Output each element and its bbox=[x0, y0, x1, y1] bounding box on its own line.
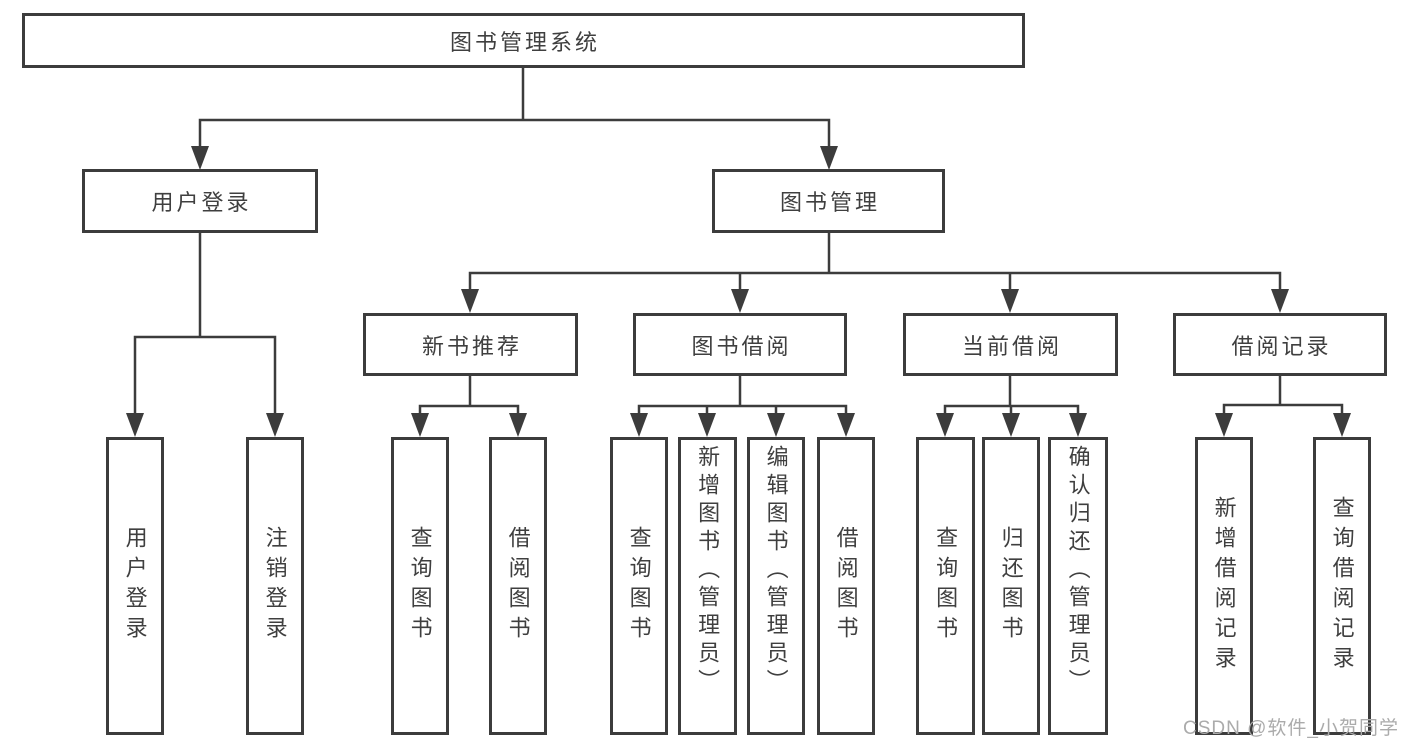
leaf-user-login: 用户登录 bbox=[106, 437, 164, 735]
connector-book-borrow-to-leaves bbox=[637, 374, 848, 418]
leaf-query-books-recommend-label: 查询图书 bbox=[407, 526, 433, 646]
node-new-book-recommend: 新书推荐 bbox=[363, 313, 578, 376]
leaf-borrow-books-recommend-label: 借阅图书 bbox=[505, 526, 531, 646]
node-book-management: 图书管理 bbox=[712, 169, 945, 233]
leaf-query-books-borrow-label: 查询图书 bbox=[626, 526, 652, 646]
leaf-return-books-label: 归还图书 bbox=[998, 526, 1024, 646]
node-root-label: 图书管理系统 bbox=[449, 29, 600, 55]
connector-current-borrow-to-leaves bbox=[943, 374, 1080, 418]
leaf-add-borrow-record: 新增借阅记录 bbox=[1195, 437, 1253, 735]
node-user-login-label: 用户登录 bbox=[151, 190, 252, 215]
leaf-edit-books-admin-label: 编辑图书（管理员） bbox=[763, 445, 789, 697]
leaf-confirm-return-admin-label: 确认归还（管理员） bbox=[1065, 445, 1091, 697]
leaf-return-books: 归还图书 bbox=[982, 437, 1040, 735]
leaf-edit-books-admin: 编辑图书（管理员） bbox=[747, 437, 805, 735]
leaf-add-books-admin-label: 新增图书（管理员） bbox=[695, 445, 721, 697]
connector-new-book-recommend-to-leaves bbox=[418, 374, 520, 418]
leaf-add-books-admin: 新增图书（管理员） bbox=[678, 437, 737, 735]
csdn-watermark: CSDN @软件_小贺同学 bbox=[1183, 718, 1399, 739]
node-book-management-label: 图书管理 bbox=[779, 190, 880, 215]
leaf-logout: 注销登录 bbox=[246, 437, 304, 735]
node-user-login: 用户登录 bbox=[82, 169, 318, 233]
node-current-borrow-label: 当前借阅 bbox=[961, 333, 1062, 359]
arrowheads bbox=[126, 146, 1351, 437]
node-root: 图书管理系统 bbox=[22, 13, 1025, 68]
leaf-query-books-current: 查询图书 bbox=[916, 437, 975, 735]
leaf-query-borrow-record-label: 查询借阅记录 bbox=[1329, 496, 1355, 676]
leaf-borrow-books: 借阅图书 bbox=[817, 437, 875, 735]
leaf-confirm-return-admin: 确认归还（管理员） bbox=[1048, 437, 1108, 735]
node-book-borrow: 图书借阅 bbox=[633, 313, 847, 376]
node-borrow-records-label: 借阅记录 bbox=[1231, 333, 1332, 359]
connector-root-to-level2 bbox=[198, 66, 831, 152]
leaf-query-books-recommend: 查询图书 bbox=[391, 437, 449, 735]
connector-user-login-to-leaves bbox=[133, 231, 277, 418]
leaf-add-borrow-record-label: 新增借阅记录 bbox=[1211, 496, 1237, 676]
node-new-book-recommend-label: 新书推荐 bbox=[421, 333, 522, 359]
leaf-logout-label: 注销登录 bbox=[262, 526, 288, 646]
leaf-borrow-books-label: 借阅图书 bbox=[833, 526, 859, 646]
leaf-query-borrow-record: 查询借阅记录 bbox=[1313, 437, 1371, 735]
connector-borrow-records-to-leaves bbox=[1222, 374, 1344, 418]
leaf-borrow-books-recommend: 借阅图书 bbox=[489, 437, 547, 735]
node-current-borrow: 当前借阅 bbox=[903, 313, 1118, 376]
leaf-query-books-current-label: 查询图书 bbox=[933, 526, 959, 646]
connector-book-management-to-level3 bbox=[468, 231, 1282, 294]
leaf-query-books-borrow: 查询图书 bbox=[610, 437, 668, 735]
node-borrow-records: 借阅记录 bbox=[1173, 313, 1387, 376]
node-book-borrow-label: 图书借阅 bbox=[691, 333, 792, 359]
leaf-user-login-label: 用户登录 bbox=[122, 526, 148, 646]
